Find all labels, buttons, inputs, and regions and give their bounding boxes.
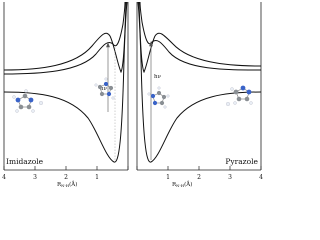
- right-upper-state-curve-b: [139, 1, 262, 71]
- left-tick-2: 2: [64, 174, 68, 181]
- right-excitation-arrow: [149, 41, 153, 160]
- imidazole-dissociated-h: [39, 101, 43, 105]
- left-potential-curves: [3, 1, 128, 163]
- left-tick-4: 4: [2, 174, 6, 181]
- left-upper-state-curve-a: [3, 1, 127, 74]
- left-hv-label: hν: [100, 86, 108, 92]
- right-potential-curves: [137, 1, 262, 163]
- imidazole-fragment-icon: [94, 77, 115, 100]
- right-tick-1: 1: [166, 174, 170, 181]
- right-tick-3: 3: [228, 174, 232, 181]
- left-upper-state-curve-b: [3, 1, 126, 75]
- imidazole-molecule-icon: [12, 89, 35, 113]
- right-ground-state-curve: [137, 1, 262, 163]
- left-ground-state-curve: [3, 1, 128, 163]
- pyrazole-molecule-icon: [230, 85, 253, 105]
- right-hv-label: hν: [154, 74, 162, 80]
- imidazole-label: Imidazole: [6, 157, 44, 166]
- right-axis-ticks: [136, 166, 262, 170]
- left-axis-title: RN-H(Å): [57, 180, 77, 188]
- left-tick-3: 3: [33, 174, 37, 181]
- right-axis-title: RN-H(Å): [172, 180, 192, 188]
- left-axis-ticks: [3, 166, 129, 170]
- pyrazole-label: Pyrazole: [225, 157, 258, 166]
- pyrazole-fragment-icon: [147, 86, 170, 109]
- left-excitation-arrow: [106, 42, 110, 112]
- right-tick-4: 4: [259, 174, 263, 181]
- right-upper-state-curve-a: [138, 1, 262, 74]
- left-panel-frame: [3, 2, 129, 171]
- potential-energy-figure: 4 3 2 1 1 2 3 4 RN-H(Å) RN-H(Å) hν Imida…: [2, 1, 263, 188]
- right-tick-2: 2: [197, 174, 201, 181]
- pyrazole-dissociated-h: [226, 102, 230, 106]
- left-tick-1: 1: [95, 174, 99, 181]
